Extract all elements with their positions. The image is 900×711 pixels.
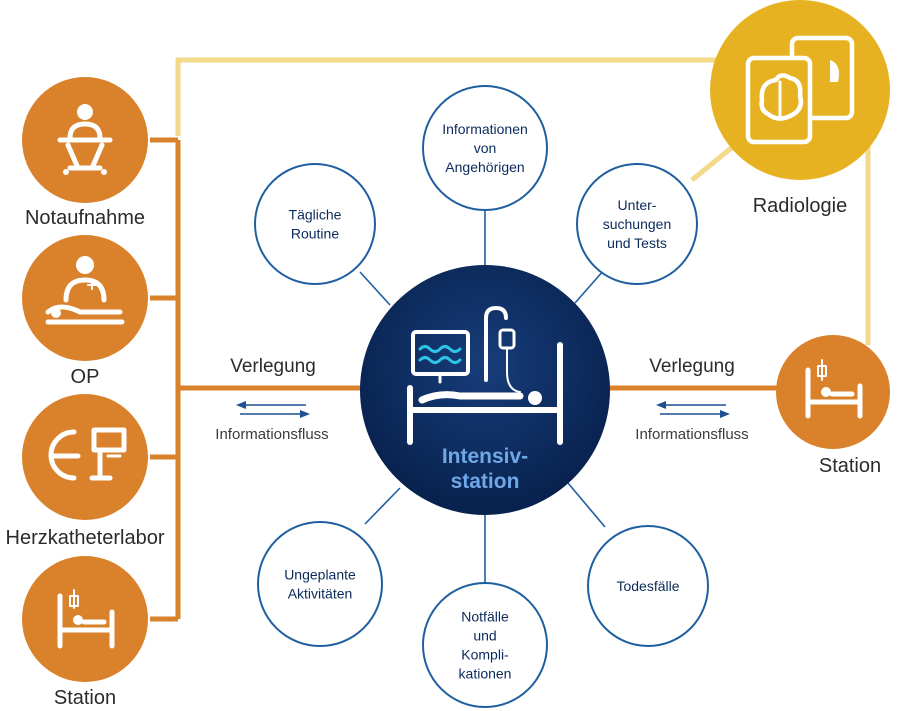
surgeon-icon <box>45 256 125 325</box>
spoke-untersuchungen <box>574 269 605 304</box>
dept-label-notaufnahme: Notaufnahme <box>25 207 145 229</box>
satellite-label-line: und <box>473 628 496 644</box>
satellite-label-line: Notfälle <box>461 609 509 625</box>
satellite-circle <box>422 582 548 708</box>
flow-right: Verlegung Informationsfluss <box>635 356 748 443</box>
satellite-label-line: Informationen <box>442 121 528 137</box>
spoke-routine <box>359 271 391 306</box>
dept-herzkatheterlabor[interactable]: Herzkatheterlabor <box>6 394 165 549</box>
satellite-circle <box>576 163 698 285</box>
brain-scan-icon <box>745 35 855 145</box>
satellite-label-line: Ungeplante <box>284 567 356 583</box>
satellite-label-line: Routine <box>291 226 339 242</box>
satellite-label-line: Unter- <box>618 197 657 213</box>
satellite-circle <box>587 525 709 647</box>
patient-on-table-icon <box>57 104 113 175</box>
dept-op[interactable]: OP <box>22 235 148 388</box>
spoke-ungeplant <box>364 487 401 525</box>
dept-radiologie[interactable]: Radiologie <box>710 0 890 217</box>
bidirectional-arrow-icon <box>656 401 730 418</box>
satellite-circle <box>422 85 548 211</box>
dept-label-station-right: Station <box>819 455 881 477</box>
satellite-label-line: Aktivitäten <box>288 586 353 602</box>
satellite-label-line: und Tests <box>607 235 667 251</box>
flow-left-subtitle: Informationsfluss <box>215 426 328 443</box>
dept-station-right[interactable]: Station <box>776 335 890 477</box>
flow-left-title: Verlegung <box>230 356 316 377</box>
center-label-line1: Intensiv- <box>442 445 528 468</box>
satellite-untersuchungen[interactable]: Unter-suchungen und Tests <box>576 163 698 285</box>
hospital-bed-icon <box>805 359 863 419</box>
icu-bed-monitor-icon <box>407 306 563 445</box>
satellite-label-line: suchungen <box>603 216 672 232</box>
dept-label-station-left: Station <box>54 687 116 709</box>
satellite-circles: InformationenvonAngehörigenTäglicheRouti… <box>254 85 709 708</box>
radiology-link-line <box>175 57 745 136</box>
dept-label-radiologie: Radiologie <box>753 195 848 217</box>
flow-right-subtitle: Informationsfluss <box>635 426 748 443</box>
hospital-bed-icon <box>57 589 115 649</box>
flow-right-title: Verlegung <box>649 356 735 377</box>
spoke-todesfaelle <box>567 482 606 528</box>
center-label-line2: station <box>451 470 520 493</box>
satellite-label-line: Todesfälle <box>616 578 679 594</box>
satellite-circle <box>254 163 376 285</box>
radiology-diagonal-line <box>690 143 737 182</box>
satellite-label-line: Kompli- <box>461 647 509 663</box>
flow-left: Verlegung Informationsfluss <box>215 356 328 443</box>
satellite-circle <box>257 521 383 647</box>
dept-notaufnahme[interactable]: Notaufnahme <box>22 77 148 229</box>
satellite-label-line: von <box>474 140 497 156</box>
center-intensivstation[interactable]: Intensiv- station <box>360 265 610 515</box>
dept-label-op: OP <box>71 366 100 388</box>
satellite-todesfaelle[interactable]: Todesfälle <box>587 525 709 647</box>
spokes <box>359 210 606 582</box>
satellite-label-line: Angehörigen <box>445 159 524 175</box>
connector-lines <box>150 57 871 622</box>
satellite-label-line: Tägliche <box>289 207 342 223</box>
dept-label-herzkatheterlabor: Herzkatheterlabor <box>6 527 165 549</box>
bidirectional-arrow-icon <box>236 401 310 418</box>
c-arm-scanner-icon <box>48 427 127 481</box>
dept-station-left[interactable]: Station <box>22 556 148 709</box>
satellite-label-line: kationen <box>459 666 512 682</box>
